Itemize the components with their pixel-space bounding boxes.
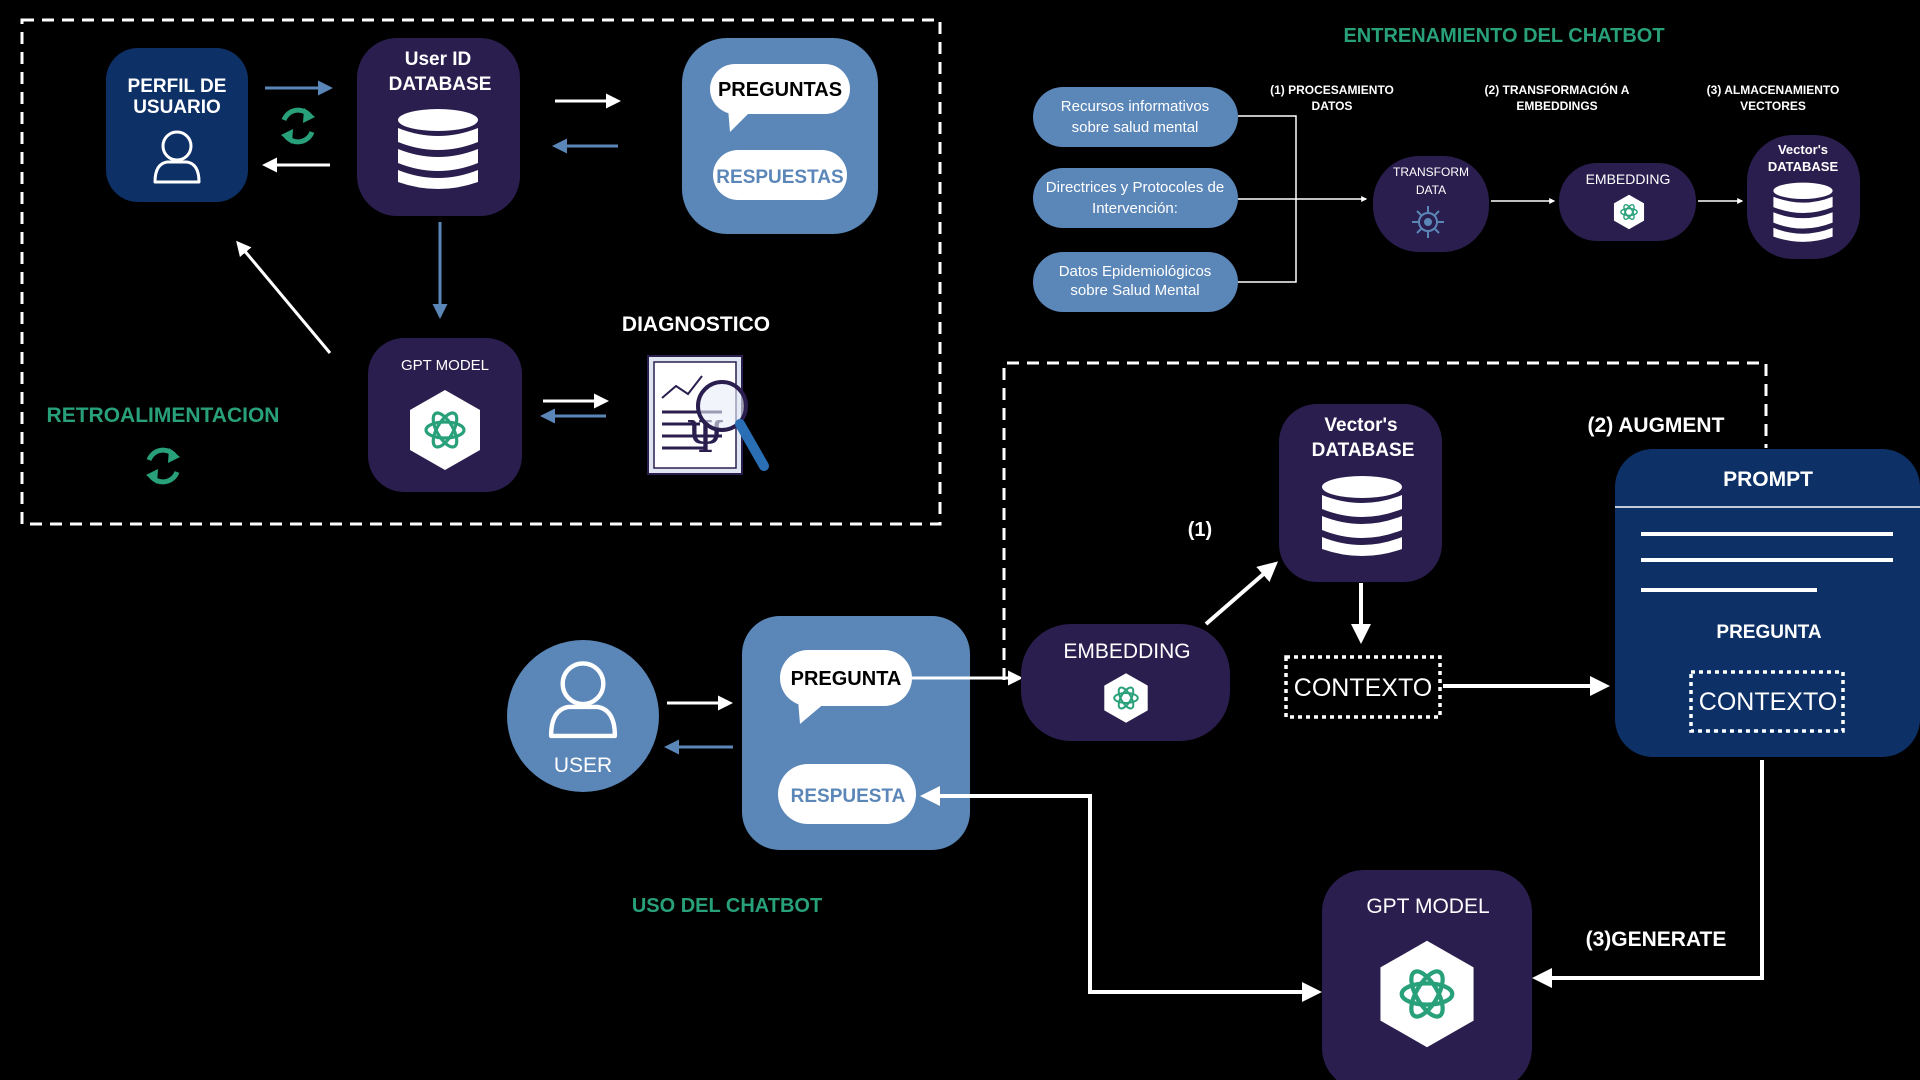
feedback-dashed-border bbox=[20, 18, 942, 526]
gpt-model-label-feedback: GPT MODEL bbox=[401, 357, 489, 374]
gpt-model-node-feedback: GPT MODEL bbox=[368, 338, 522, 492]
userid-label-line1: User ID bbox=[405, 49, 472, 70]
prompt-contexto-box bbox=[1689, 670, 1845, 733]
arrow-gpt-respuesta bbox=[920, 786, 1322, 1002]
step2-label-line2: EMBEDDINGS bbox=[1516, 99, 1597, 113]
retroalimentacion-label: RETROALIMENTACION bbox=[47, 404, 280, 427]
user-profile-label-line1: PERFIL DE bbox=[128, 76, 227, 97]
source-datos-line2: sobre Salud Mental bbox=[1070, 282, 1199, 299]
source-directrices-line1: Directrices y Protocoles de bbox=[1046, 179, 1224, 196]
usage-title: USO DEL CHATBOT bbox=[632, 895, 822, 917]
source-recursos-line1: Recursos informativos bbox=[1061, 98, 1209, 115]
embedding-node-usage: EMBEDDING bbox=[1021, 624, 1230, 741]
arrow-prompt-to-gpt bbox=[1532, 760, 1764, 988]
step3-label-line1: (3) ALMACENAMIENTO bbox=[1707, 83, 1840, 97]
step1-label-line1: (1) PROCESAMIENTO bbox=[1270, 83, 1394, 97]
gpt-model-node-usage: GPT MODEL bbox=[1322, 870, 1532, 1080]
embedding-usage-label: EMBEDDING bbox=[1063, 640, 1190, 663]
pregunta-bubble-label: PREGUNTA bbox=[791, 668, 902, 690]
vector-database-node-usage: Vector's DATABASE bbox=[1279, 404, 1442, 582]
embedding-training-label: EMBEDDING bbox=[1586, 171, 1671, 187]
user-node: USER bbox=[507, 640, 659, 792]
arrow-embedding-to-vectordb-usage bbox=[1204, 561, 1279, 626]
step2-label-line1: (2) TRANSFORMACIÓN A bbox=[1485, 82, 1630, 97]
source-pill-datos: Datos Epidemiológicos sobre Salud Mental bbox=[1033, 252, 1238, 312]
preguntas-bubble-label: PREGUNTAS bbox=[718, 79, 842, 101]
sync-icon bbox=[281, 108, 315, 144]
vector-usage-label-line1: Vector's bbox=[1324, 415, 1397, 436]
userid-label-line2: DATABASE bbox=[389, 74, 492, 95]
source-datos-line1: Datos Epidemiológicos bbox=[1059, 263, 1212, 280]
training-title: ENTRENAMIENTO DEL CHATBOT bbox=[1343, 25, 1664, 47]
rag-dashed-border bbox=[1002, 361, 1768, 680]
user-label: USER bbox=[554, 754, 612, 777]
chat-node: PREGUNTA RESPUESTA bbox=[742, 616, 970, 850]
user-profile-label-line2: USUARIO bbox=[133, 97, 221, 118]
transform-label-line2: DATA bbox=[1416, 183, 1446, 197]
transform-label-line1: TRANSFORM bbox=[1393, 165, 1469, 179]
respuestas-bubble-label: RESPUESTAS bbox=[716, 167, 843, 188]
prompt-node: PROMPT PREGUNTA CONTEXTO bbox=[1615, 449, 1920, 757]
userid-database-node: User ID DATABASE bbox=[357, 38, 520, 216]
source-pill-recursos: Recursos informativos sobre salud mental bbox=[1033, 87, 1238, 147]
source-pill-directrices: Directrices y Protocoles de Intervención… bbox=[1033, 168, 1238, 228]
chip-icon bbox=[1412, 206, 1444, 238]
source-directrices-line2: Intervención: bbox=[1092, 200, 1178, 217]
generate-label: (3)GENERATE bbox=[1586, 928, 1727, 951]
step1-usage-label: (1) bbox=[1188, 519, 1212, 541]
qa-node: PREGUNTAS RESPUESTAS bbox=[682, 38, 878, 234]
sources-connector bbox=[1238, 115, 1368, 283]
diagnostico-label: DIAGNOSTICO bbox=[622, 313, 770, 336]
vector-usage-label-line2: DATABASE bbox=[1312, 440, 1415, 461]
prompt-title: PROMPT bbox=[1723, 468, 1813, 491]
gpt-model-usage-label: GPT MODEL bbox=[1366, 895, 1489, 918]
prompt-pregunta-label: PREGUNTA bbox=[1716, 622, 1821, 643]
step1-label-line2: DATOS bbox=[1312, 99, 1353, 113]
retroalimentacion-sync-icon bbox=[146, 448, 180, 484]
contexto-node: CONTEXTO bbox=[1284, 655, 1442, 719]
transform-data-node: TRANSFORM DATA bbox=[1373, 156, 1489, 252]
vector-database-node-training: Vector's DATABASE bbox=[1747, 135, 1860, 259]
vector-training-label-line1: Vector's bbox=[1778, 142, 1828, 157]
diagnostic-report-icon: Ψ bbox=[647, 355, 769, 475]
source-recursos-line2: sobre salud mental bbox=[1072, 119, 1199, 136]
prompt-contexto-label: CONTEXTO bbox=[1699, 688, 1837, 716]
respuesta-bubble-label: RESPUESTA bbox=[791, 786, 906, 807]
vector-training-label-line2: DATABASE bbox=[1768, 159, 1839, 174]
augment-label: (2) AUGMENT bbox=[1588, 414, 1725, 437]
step3-label-line2: VECTORES bbox=[1740, 99, 1806, 113]
contexto-label: CONTEXTO bbox=[1294, 674, 1432, 702]
arrow-feedback-to-profile bbox=[236, 240, 332, 354]
user-profile-node: PERFIL DE USUARIO bbox=[106, 48, 248, 202]
embedding-node-training: EMBEDDING bbox=[1559, 163, 1696, 241]
